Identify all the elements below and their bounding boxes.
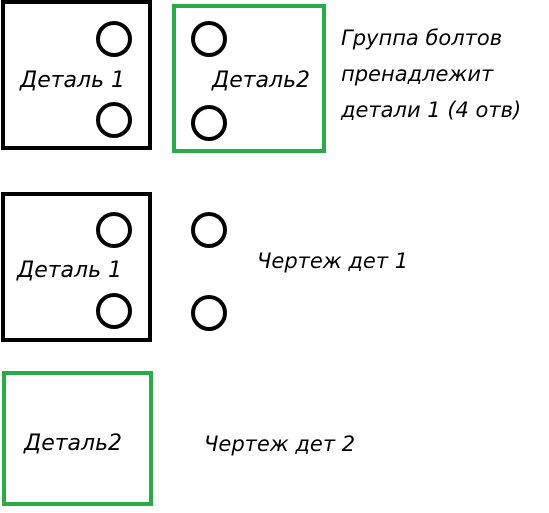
bolt-group-note-line: детали 1 (4 отв) bbox=[340, 98, 521, 122]
part1-label: Деталь 1 bbox=[16, 258, 122, 283]
drawing-caption: Чертеж дет 2 bbox=[204, 432, 355, 456]
bolt-hole bbox=[191, 105, 227, 141]
bolt-group-note-line: пренадлежит bbox=[341, 62, 494, 86]
bolt-hole bbox=[191, 212, 227, 248]
part2-outline bbox=[172, 4, 326, 153]
bolt-hole bbox=[96, 102, 132, 138]
assembly-view: Деталь 1 Деталь2 Группа болтов пренадлеж… bbox=[1, 0, 521, 153]
bolt-hole bbox=[96, 293, 132, 329]
part1-drawing-view: Деталь 1 Чертеж дет 1 bbox=[1, 192, 408, 342]
bolt-hole bbox=[191, 21, 227, 57]
part1-label: Деталь 1 bbox=[19, 68, 125, 93]
drawing-caption: Чертеж дет 1 bbox=[257, 249, 408, 273]
bolt-hole bbox=[96, 212, 132, 248]
bolt-hole bbox=[96, 21, 132, 57]
part2-drawing-view: Деталь2 Чертеж дет 2 bbox=[2, 371, 355, 506]
part1-outline bbox=[1, 0, 152, 150]
part1-outline bbox=[1, 192, 152, 342]
bolt-hole bbox=[191, 295, 227, 331]
part2-outline bbox=[2, 371, 153, 506]
part2-label: Деталь2 bbox=[23, 431, 122, 456]
bolt-group-note-line: Группа болтов bbox=[341, 26, 502, 50]
part2-label: Деталь2 bbox=[211, 68, 310, 93]
